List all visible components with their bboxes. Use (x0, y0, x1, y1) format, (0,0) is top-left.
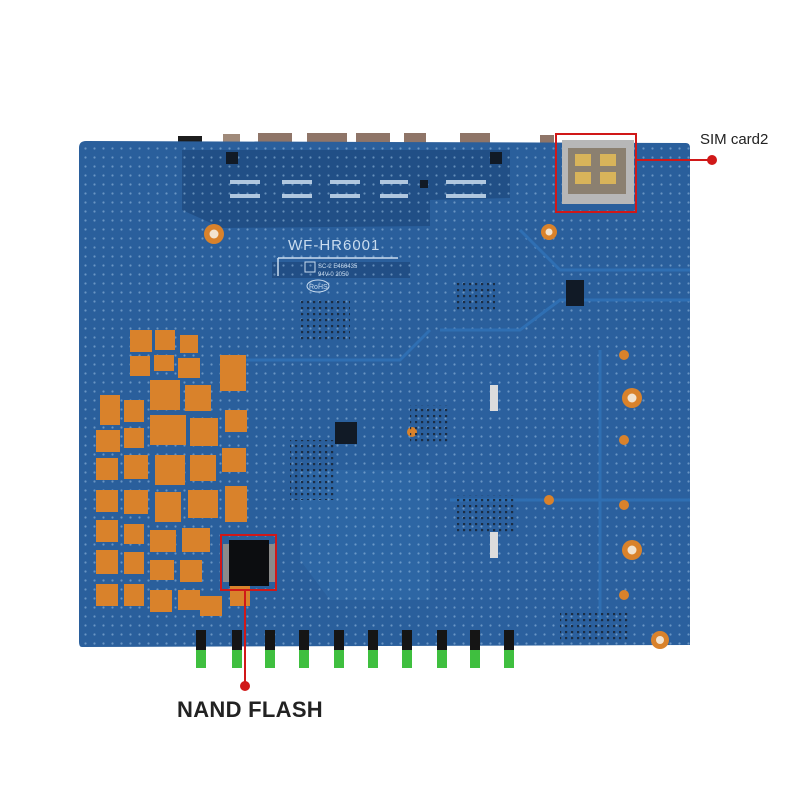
sim-callout (555, 133, 717, 213)
cert-line-1: SC-2 E466435 (318, 264, 358, 270)
mounting-holes (204, 224, 669, 649)
silkscreen: WF-HR6001 SC-2 E466435 94V-0 2050 RoHS (230, 180, 486, 293)
nand-chip (223, 540, 275, 586)
board-model-text: WF-HR6001 (288, 237, 380, 254)
bottom-leds (196, 630, 514, 668)
nand-flash-label: NAND FLASH (177, 697, 323, 722)
sim-slot (562, 140, 634, 204)
components (226, 152, 630, 640)
sim-card2-label: SIM card2 (700, 131, 769, 148)
power-pads (96, 330, 250, 616)
pcb-board (79, 141, 690, 647)
top-connectors (178, 133, 554, 144)
rohs-text: RoHS (309, 284, 328, 291)
rohs-mark: RoHS (306, 279, 330, 293)
cert-line-2: 94V-0 2050 (318, 272, 349, 278)
nand-callout (220, 534, 277, 691)
